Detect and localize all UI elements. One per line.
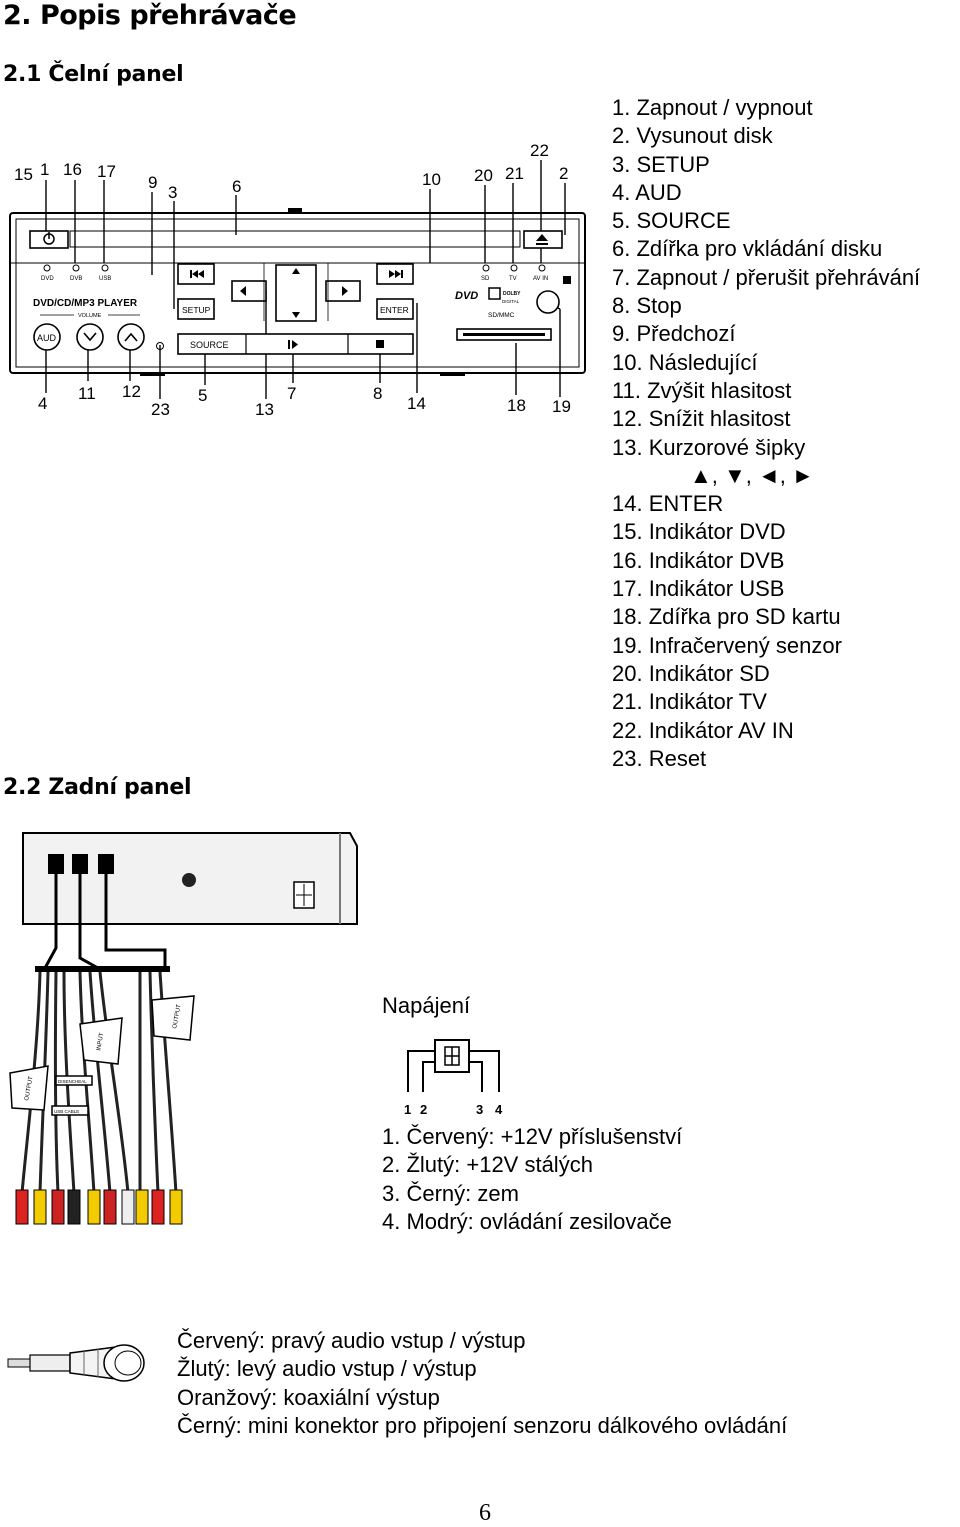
callout-label: 14 [407,394,426,413]
legend-item: 16. Indikátor DVB [612,547,785,573]
power-wire-item: 1. Červený: +12V příslušenství [382,1124,683,1149]
callout-label: 11 [78,384,96,403]
legend-item: 21. Indikátor TV [612,689,767,715]
callout-label: 21 [505,164,524,183]
legend-item: 2. Vysunout disk [612,123,773,149]
indicator-label: SD [481,276,490,282]
legend-item: 19. Infračervený senzor [612,632,842,658]
callout-label: 12 [122,382,141,401]
callout-label: 22 [530,141,549,160]
indicator-label: USB [99,276,111,282]
callout-label: 20 [474,166,493,185]
legend-item: 15. Indikátor DVD [612,519,786,545]
power-wire-list: 1. Červený: +12V příslušenství 2. Žlutý:… [382,1123,682,1236]
sd-slot-label: SD/MMC [488,312,515,319]
connector-color-list: Červený: pravý audio vstup / výstup Žlut… [177,1327,787,1440]
power-wire-item: 4. Modrý: ovládání zesilovače [382,1208,672,1234]
page-number: 6 [479,1500,491,1526]
legend-item: 1. Zapnout / vypnout [612,95,813,120]
legend-item: 7. Zapnout / přerušit přehrávání [612,264,921,290]
pin-label: 1 [404,1102,411,1117]
front-panel-heading: 2.1 Čelní panel [3,62,184,87]
dolby-logo: DOLBY [503,291,521,297]
cable-label: USB CABLE [54,1109,79,1114]
pin-label: 4 [495,1102,503,1117]
callout-label: 1 [40,160,49,179]
front-panel-diagram: 15 1 16 17 9 3 6 10 20 21 22 2 4 11 12 2… [9,141,586,419]
page-title: 2. Popis přehrávače [3,0,297,31]
dolby-sub-logo: DIGITAL [502,299,520,304]
connector-color-item: Černý: mini konektor pro připojení senzo… [177,1412,788,1438]
callout-label: 16 [63,160,82,179]
power-connector-diagram: 1 2 3 4 [404,1039,503,1117]
indicator-label: AV IN [533,276,548,282]
cable-label: DISENCHEAL [58,1079,87,1084]
connector-color-item: Červený: pravý audio vstup / výstup [177,1328,526,1353]
legend-item: 14. ENTER [612,491,724,517]
indicator-label: DVB [70,276,82,282]
front-panel-legend: 1. Zapnout / vypnout 2. Vysunout disk 3.… [612,94,920,773]
callout-label: 2 [559,164,568,183]
callout-label: 6 [232,177,241,196]
legend-item: 6. Zdířka pro vkládání disku [612,236,883,262]
legend-item: 23. Reset [612,745,707,771]
enter-button-label: ENTER [380,305,409,315]
callout-label: 15 [14,165,33,184]
cable-tag: INPUT [96,1032,105,1051]
callout-label: 9 [148,173,157,192]
callout-label: 23 [151,400,170,419]
callout-label: 8 [373,384,382,403]
callout-label: 7 [287,384,296,403]
callout-label: 18 [507,396,526,415]
power-wire-item: 3. Černý: zem [382,1180,519,1206]
rear-panel-diagram: OUTPUT INPUT OUTPUT DISENCHEAL USB CABLE [9,832,358,1225]
legend-item: 10. Následující [612,349,758,375]
legend-item: 22. Indikátor AV IN [612,717,794,743]
legend-item: 17. Indikátor USB [612,576,785,602]
legend-item: 4. AUD [612,179,682,205]
source-button-label: SOURCE [190,340,229,350]
dvd-logo: DVD [455,290,478,302]
callout-label: 10 [422,170,441,189]
pin-label: 3 [476,1102,483,1117]
cable-tag: OUTPUT [172,1004,182,1030]
pin-label: 2 [420,1102,427,1117]
connector-color-item: Žlutý: levý audio vstup / výstup [177,1356,477,1382]
legend-item: 13. Kurzorové šipky [612,434,806,460]
setup-button-label: SETUP [182,305,211,315]
legend-item: 12. Snížit hlasitost [612,406,791,432]
legend-item: 9. Předchozí [612,321,736,347]
brand-label: DVD/CD/MP3 PLAYER [33,298,138,309]
power-wire-item: 2. Žlutý: +12V stálých [382,1152,593,1178]
callout-label: 4 [38,394,47,413]
rear-panel-heading: 2.2 Zadní panel [3,775,192,800]
power-label: Napájení [382,993,471,1018]
callout-label: 19 [552,397,571,416]
legend-item: 11. Zvýšit hlasitost [612,377,792,403]
callout-label: 17 [97,162,116,181]
volume-label: VOLUME [78,313,102,319]
indicator-label: DVD [41,276,54,282]
indicator-label: TV [509,276,517,282]
legend-item: 5. SOURCE [612,208,731,234]
legend-item: 8. Stop [612,293,682,319]
legend-item: 20. Indikátor SD [612,660,770,686]
legend-item: 18. Zdířka pro SD kartu [612,604,841,630]
connector-color-item: Oranžový: koaxiální výstup [177,1384,440,1410]
cable-tag: OUTPUT [24,1076,34,1102]
callout-label: 3 [168,183,177,202]
callout-label: 13 [255,400,274,419]
rca-connector-illustration [7,1344,145,1382]
legend-item-arrows: ▲, ▼, ◄, ► [690,462,814,488]
callout-label: 5 [198,386,207,405]
legend-item: 3. SETUP [612,151,710,177]
aud-button-label: AUD [37,333,57,343]
